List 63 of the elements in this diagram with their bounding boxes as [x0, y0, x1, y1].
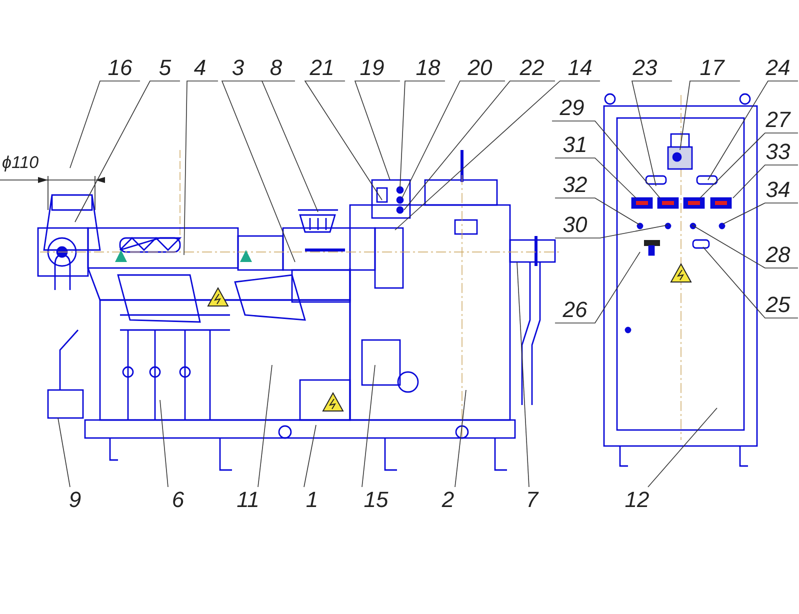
leader-line	[184, 80, 218, 256]
callout-number: 21	[302, 55, 342, 81]
callout-number: 17	[692, 55, 732, 81]
leader-line	[304, 424, 316, 488]
leader-line	[732, 164, 798, 198]
callout-number: 15	[356, 487, 396, 513]
callout-number: 14	[560, 55, 600, 81]
callout-number: 2	[428, 487, 468, 513]
leader-line	[362, 364, 376, 488]
leader-line	[554, 252, 640, 324]
leader-line	[74, 80, 180, 222]
leader-line	[632, 80, 672, 186]
leader-line	[400, 80, 446, 188]
dimension-label: ϕ110	[2, 152, 39, 174]
callout-number: 29	[552, 95, 592, 121]
leader-line	[402, 80, 506, 198]
callout-number: 32	[555, 172, 595, 198]
callout-number: 1	[292, 487, 332, 513]
leader-line	[554, 198, 640, 226]
callout-number: 3	[218, 55, 258, 81]
callout-number: 31	[555, 132, 595, 158]
callout-number: 34	[758, 177, 798, 203]
callout-number: 7	[512, 487, 552, 513]
leader-line	[648, 408, 718, 488]
leader-line	[304, 80, 382, 200]
leader-line	[680, 80, 740, 150]
leader-line	[261, 80, 318, 212]
callout-number: 24	[758, 55, 798, 81]
callout-number: 26	[555, 297, 595, 323]
leader-line	[692, 224, 798, 268]
callout-number: 16	[100, 55, 140, 81]
callout-number: 28	[758, 242, 798, 268]
callout-number: 25	[758, 292, 798, 318]
leader-line	[722, 202, 798, 224]
leader-line	[700, 132, 798, 198]
callout-number: 9	[55, 487, 95, 513]
leader-line	[354, 80, 400, 180]
callout-number: 6	[158, 487, 198, 513]
callout-number: 19	[352, 55, 392, 81]
callout-number: 30	[555, 212, 595, 238]
leader-line	[58, 418, 70, 488]
callout-number: 8	[256, 55, 296, 81]
leader-line	[221, 80, 296, 262]
callout-number: 18	[408, 55, 448, 81]
callout-number: 33	[758, 139, 798, 165]
leader-line	[554, 224, 668, 238]
leader-line	[702, 246, 798, 318]
leader-line	[554, 158, 636, 198]
leader-line	[394, 80, 600, 230]
leader-line	[70, 80, 140, 168]
leader-line	[404, 80, 556, 210]
leader-line	[160, 400, 168, 488]
leader-line	[258, 364, 272, 488]
leader-line	[552, 120, 660, 198]
callout-number: 20	[460, 55, 500, 81]
leader-line	[516, 262, 530, 488]
callout-number: 23	[625, 55, 665, 81]
leader-line	[454, 390, 466, 488]
leader-line	[708, 80, 798, 180]
callout-number: 27	[758, 107, 798, 133]
callout-number: 22	[512, 55, 552, 81]
callout-number: 12	[617, 487, 657, 513]
callout-number: 11	[228, 487, 268, 513]
